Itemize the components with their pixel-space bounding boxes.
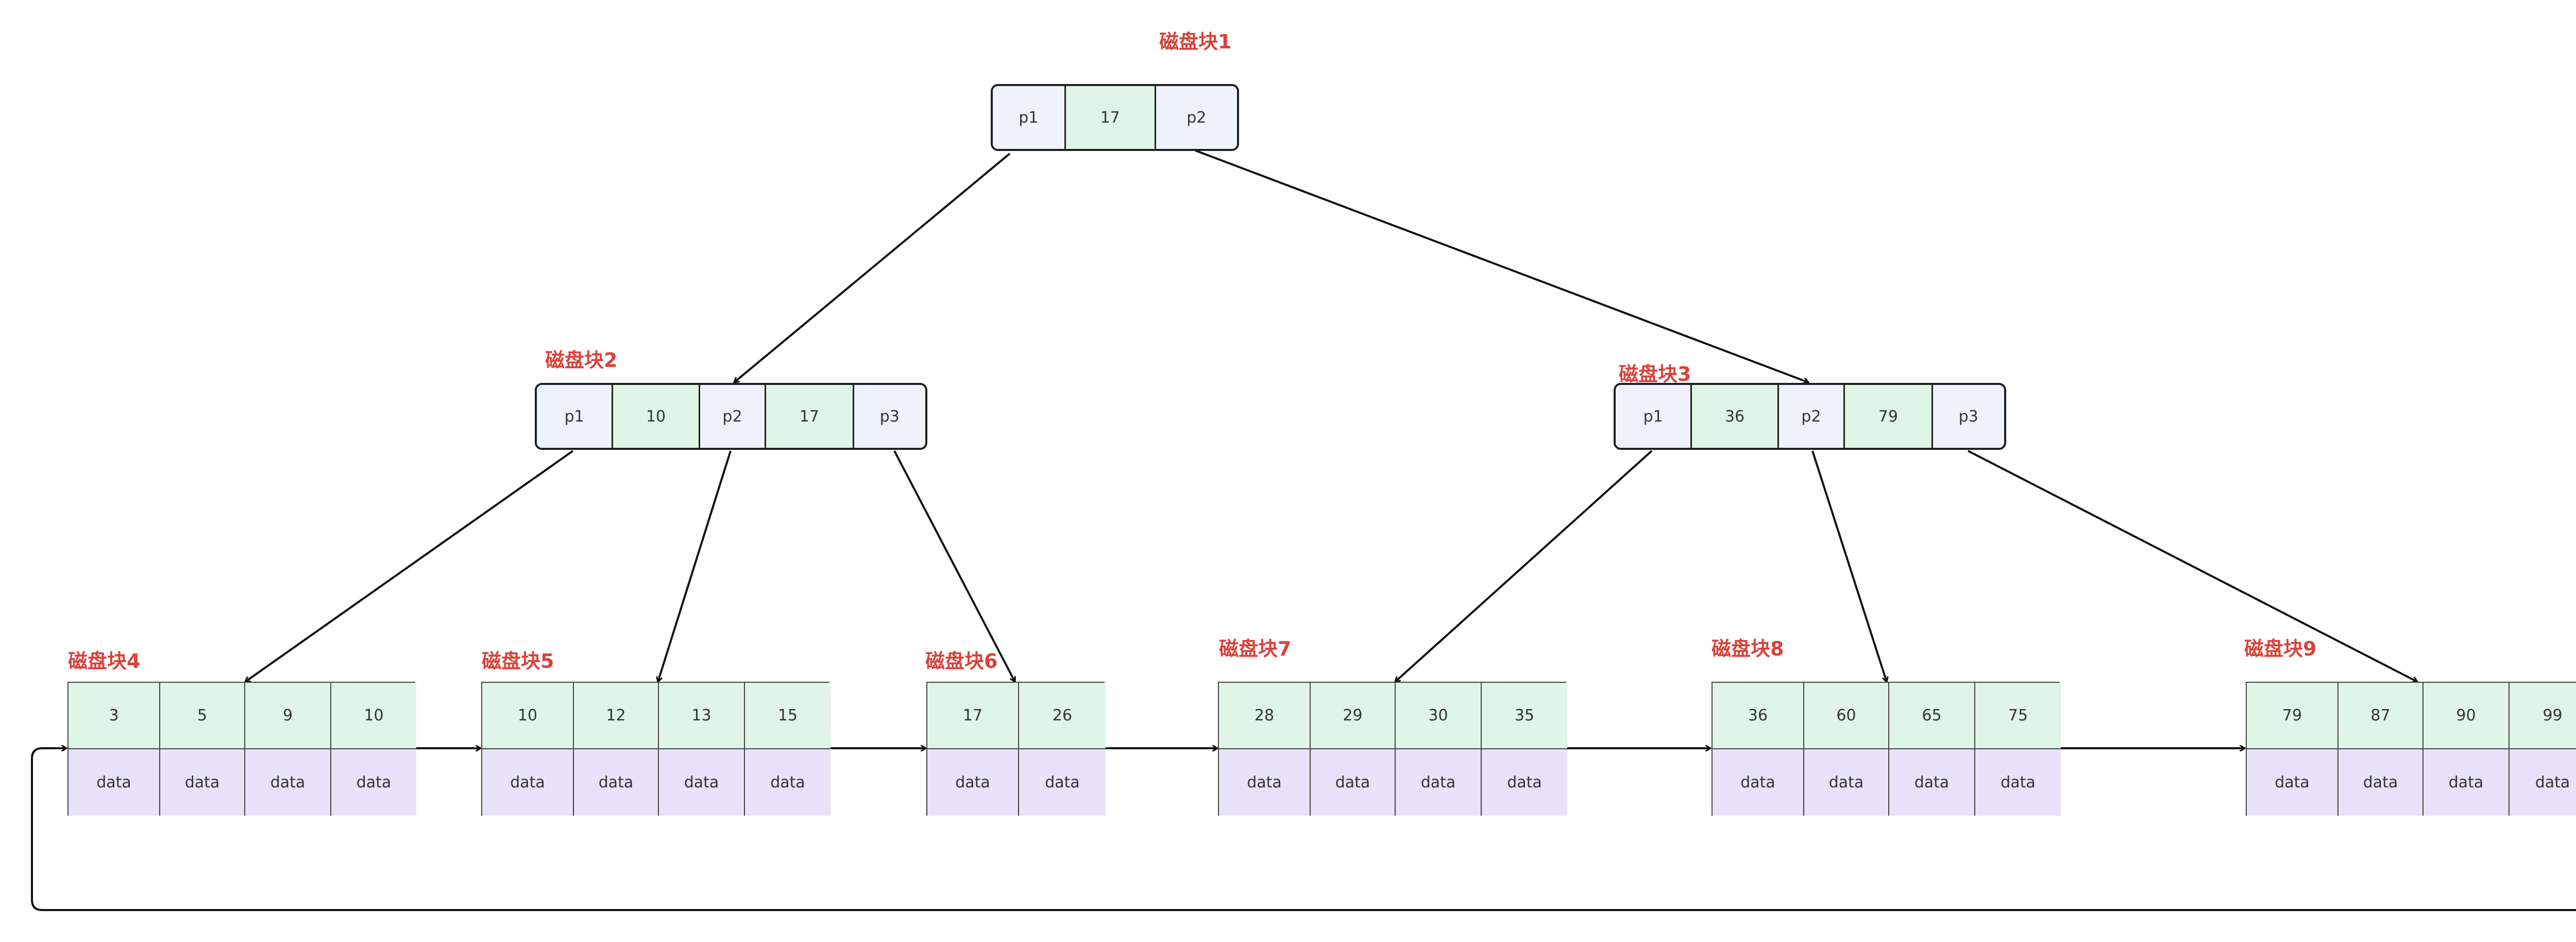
pointer-cell: p3 (1933, 385, 2004, 448)
edge-b2-p1-to-b4 (245, 450, 574, 682)
pointer-cell: p3 (854, 385, 925, 448)
leaf-key-cell: 29 (1311, 683, 1396, 749)
leaf-data-cell: data (1482, 749, 1567, 816)
leaf-data-cell: data (927, 749, 1019, 816)
leaf-data-cell: data (1975, 749, 2061, 816)
block-4-leaf: 3 5 9 10 data data data data (67, 682, 416, 816)
label-block-8: 磁盘块8 (1711, 637, 1784, 660)
leaf-key-cell: 87 (2338, 683, 2424, 749)
leaf-key-cell: 15 (745, 683, 831, 749)
leaf-data-cell: data (2338, 749, 2424, 816)
key-cell: 17 (1065, 86, 1156, 149)
edge-b3-p1-to-b7 (1395, 450, 1653, 682)
leaf-key-cell: 26 (1019, 683, 1106, 749)
leaf-key-cell: 75 (1975, 683, 2061, 749)
leaf-data-cell: data (1396, 749, 1482, 816)
leaf-data-cell: data (1219, 749, 1311, 816)
leaf-data-cell: data (574, 749, 659, 816)
leaf-key-cell: 90 (2424, 683, 2510, 749)
leaf-key-cell: 60 (1804, 683, 1889, 749)
edge-b3-p2-to-b8 (1811, 450, 1887, 682)
leaf-data-cell: data (1804, 749, 1889, 816)
label-block-7: 磁盘块7 (1219, 637, 1292, 660)
leaf-key-cell: 13 (659, 683, 745, 749)
leaf-data-cell: data (245, 749, 331, 816)
pointer-cell: p2 (700, 385, 767, 448)
leaf-data-cell: data (1019, 749, 1106, 816)
pointer-cell: p2 (1778, 385, 1845, 448)
leaf-data-cell: data (2510, 749, 2576, 816)
key-cell: 36 (1692, 385, 1779, 448)
edge-b3-p3-to-b9 (1968, 450, 2417, 682)
label-block-1: 磁盘块1 (1159, 30, 1232, 53)
block-6-leaf: 17 26 data data (926, 682, 1106, 816)
label-block-3: 磁盘块3 (1619, 363, 1691, 385)
label-block-9: 磁盘块9 (2244, 637, 2317, 660)
leaf-key-cell: 35 (1482, 683, 1567, 749)
leaf-data-cell: data (69, 749, 160, 816)
pointer-cell: p1 (1616, 385, 1692, 448)
block-3-node: p1 36 p2 79 p3 (1614, 383, 2006, 450)
label-block-5: 磁盘块5 (482, 650, 554, 672)
leaf-key-cell: 30 (1396, 683, 1482, 749)
pointer-cell: p1 (537, 385, 614, 448)
leaf-key-cell: 99 (2510, 683, 2576, 749)
edge-b1-p2-to-b3 (1195, 149, 1808, 382)
label-block-4: 磁盘块4 (68, 650, 141, 672)
leaf-data-cell: data (659, 749, 745, 816)
leaf-key-cell: 65 (1889, 683, 1975, 749)
leaf-data-cell: data (160, 749, 245, 816)
key-cell: 17 (766, 385, 854, 448)
leaf-data-cell: data (331, 749, 416, 816)
leaf-key-cell: 36 (1713, 683, 1804, 749)
leaf-key-cell: 12 (574, 683, 659, 749)
leaf-data-cell: data (2424, 749, 2510, 816)
label-block-6: 磁盘块6 (925, 650, 998, 672)
leaf-key-cell: 17 (927, 683, 1019, 749)
block-2-node: p1 10 p2 17 p3 (535, 383, 927, 450)
block-1-node: p1 17 p2 (991, 84, 1239, 151)
label-block-2: 磁盘块2 (545, 349, 618, 372)
leaf-key-cell: 5 (160, 683, 245, 749)
edge-b2-p3-to-b6 (893, 450, 1015, 682)
leaf-data-cell: data (482, 749, 574, 816)
edge-b1-p1-to-b2 (734, 153, 1011, 382)
block-5-leaf: 10 12 13 15 data data data data (481, 682, 831, 816)
pointer-cell: p1 (993, 86, 1066, 149)
key-cell: 10 (613, 385, 700, 448)
leaf-key-cell: 28 (1219, 683, 1311, 749)
leaf-data-cell: data (1713, 749, 1804, 816)
block-9-leaf: 79 87 90 99 data data data data (2246, 682, 2576, 816)
leaf-key-cell: 9 (245, 683, 331, 749)
leaf-data-cell: data (2247, 749, 2338, 816)
block-7-leaf: 28 29 30 35 data data data data (1218, 682, 1567, 816)
leaf-key-cell: 79 (2247, 683, 2338, 749)
edge-b2-p2-to-b5 (658, 450, 732, 682)
leaf-key-cell: 3 (69, 683, 160, 749)
leaf-key-cell: 10 (482, 683, 574, 749)
pointer-cell: p2 (1156, 86, 1237, 149)
leaf-key-cell: 10 (331, 683, 416, 749)
block-8-leaf: 36 60 65 75 data data data data (1711, 682, 2061, 816)
chain-b9-to-b4-loop (31, 748, 2576, 911)
key-cell: 79 (1845, 385, 1933, 448)
leaf-data-cell: data (1311, 749, 1396, 816)
leaf-data-cell: data (1889, 749, 1975, 816)
leaf-data-cell: data (745, 749, 831, 816)
